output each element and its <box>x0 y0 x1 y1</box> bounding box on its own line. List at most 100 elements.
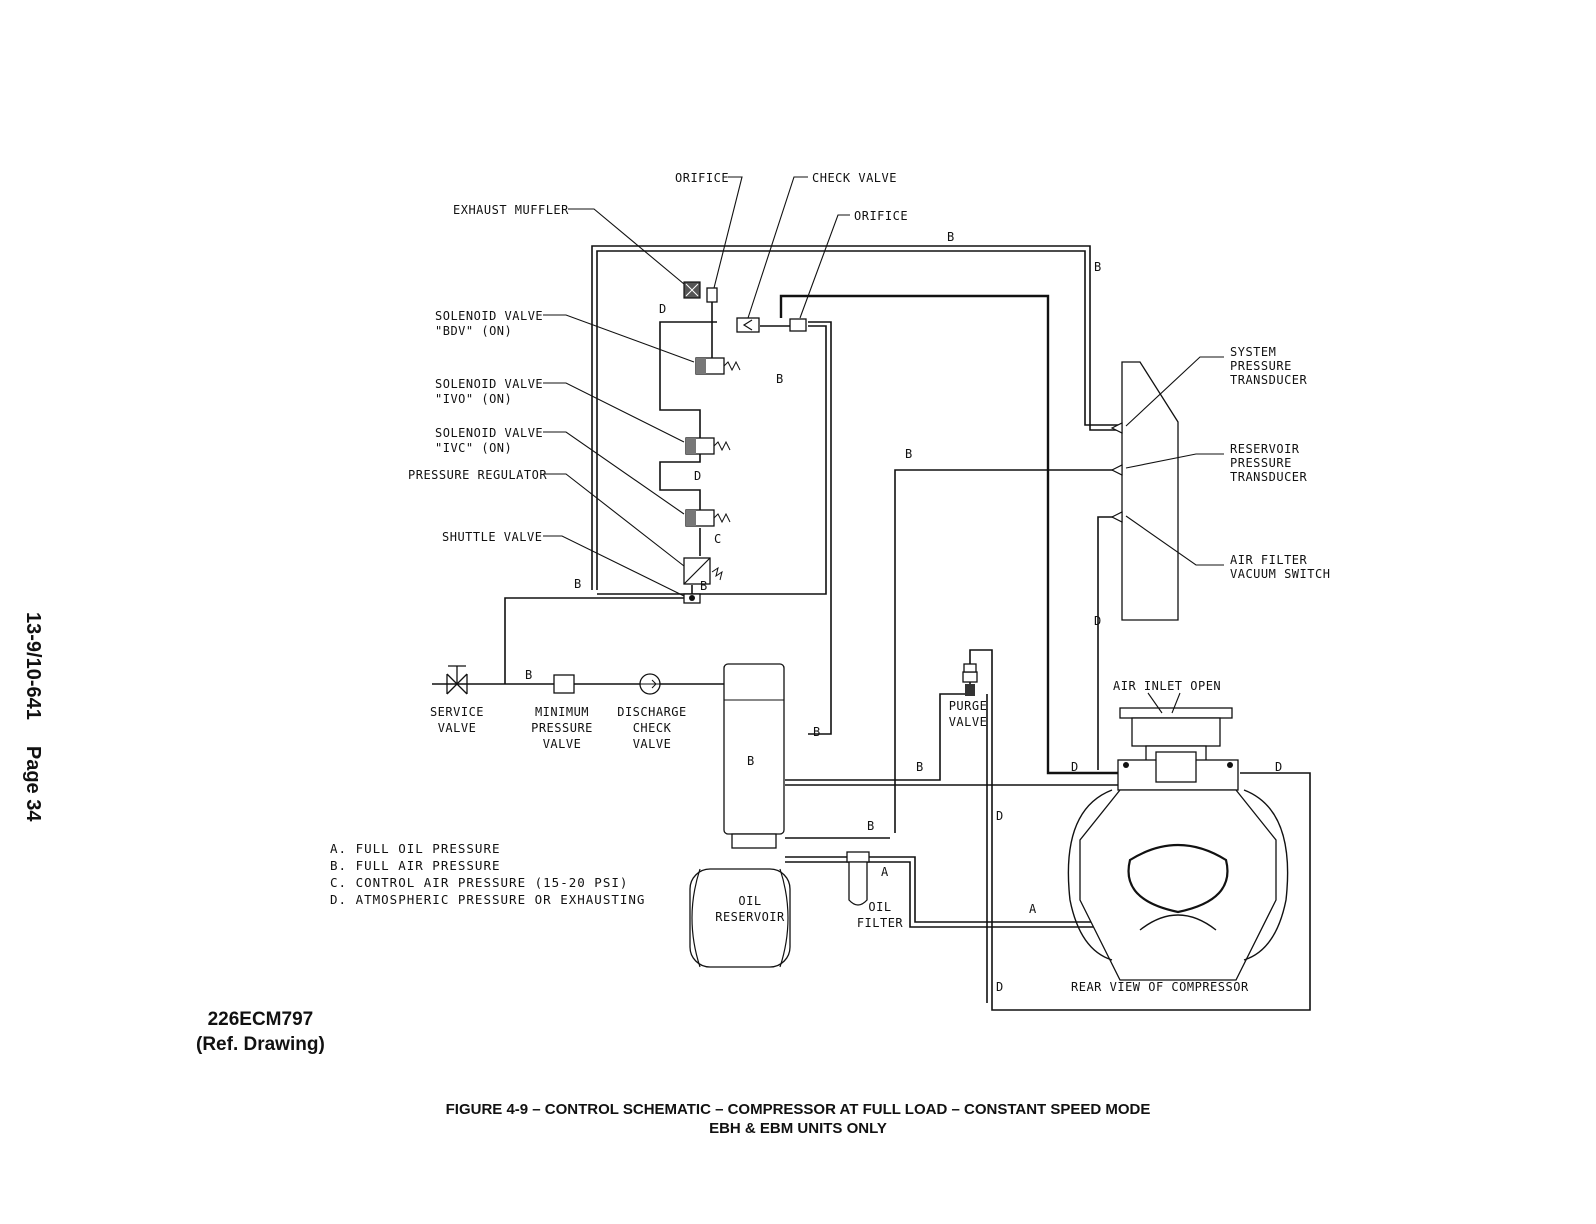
label-service-valve-2: VALVE <box>438 721 477 735</box>
code-b: B <box>813 725 820 739</box>
code-d: D <box>1071 760 1078 774</box>
label-oil-filter-2: FILTER <box>857 916 904 930</box>
transducer-panel <box>1121 361 1179 621</box>
pipe-b-reservoir-transducer <box>894 469 1122 833</box>
leader-shuttle <box>543 535 685 597</box>
label-shuttle-valve: SHUTTLE VALVE <box>442 530 542 544</box>
code-c: C <box>714 532 721 546</box>
leader-regulator <box>543 473 685 567</box>
pipe-d-left <box>659 321 717 370</box>
label-oil-filter-1: OIL <box>868 900 891 914</box>
caption-line-1: FIGURE 4-9 – CONTROL SCHEMATIC – COMPRES… <box>445 1101 1151 1118</box>
pipe-b-shuttle-service <box>504 597 688 684</box>
oil-reservoir <box>689 868 791 968</box>
solenoid-valve-ivo <box>685 437 731 455</box>
orifice-right <box>789 318 807 332</box>
label-exhaust-muffler: EXHAUST MUFFLER <box>453 203 569 217</box>
leader-orifice-top <box>713 176 743 289</box>
label-pressure-regulator: PRESSURE REGULATOR <box>408 468 547 482</box>
pipe-b-to-separator <box>808 321 832 735</box>
label-system-transducer-2: PRESSURE <box>1230 359 1292 373</box>
code-d: D <box>1094 614 1101 628</box>
label-min-pressure-2: PRESSURE <box>531 721 593 735</box>
label-system-transducer-1: SYSTEM <box>1230 345 1276 359</box>
caption-line-2: EBH & EBM UNITS ONLY <box>709 1120 887 1137</box>
leader-air-filter-switch <box>1125 515 1224 566</box>
pipe-b-system-transducer <box>591 245 1122 590</box>
label-oil-reservoir-1: OIL <box>738 894 761 908</box>
system-pressure-transducer <box>1110 422 1123 434</box>
code-d: D <box>659 302 666 316</box>
code-b: B <box>574 577 581 591</box>
legend-item-c: C. CONTROL AIR PRESSURE (15-20 PSI) <box>330 875 629 890</box>
compressor-rear-view <box>1067 707 1289 981</box>
pressure-regulator <box>683 557 723 585</box>
label-service-valve-1: SERVICE <box>430 705 484 719</box>
label-sol-bdv-1: SOLENOID VALVE <box>435 309 543 323</box>
code-d: D <box>996 809 1003 823</box>
leader-check-valve <box>747 176 808 319</box>
label-reservoir-transducer-3: TRANSDUCER <box>1230 470 1308 484</box>
legend-item-b: B. FULL AIR PRESSURE <box>330 858 501 873</box>
leader-lines <box>543 176 1224 714</box>
code-d: D <box>996 980 1003 994</box>
label-check-valve: CHECK VALVE <box>812 171 897 185</box>
pipe-a-oil-2 <box>785 861 1095 928</box>
label-reservoir-transducer-2: PRESSURE <box>1230 456 1292 470</box>
oil-filter <box>846 851 870 906</box>
shuttle-valve <box>683 593 701 604</box>
label-rear-view: REAR VIEW OF COMPRESSOR <box>1071 980 1249 994</box>
legend-item-d: D. ATMOSPHERIC PRESSURE OR EXHAUSTING <box>330 892 646 907</box>
label-discharge-check-1: DISCHARGE <box>617 705 687 719</box>
leader-ivc <box>543 431 685 515</box>
label-oil-reservoir-2: RESERVOIR <box>715 910 785 924</box>
code-a: A <box>1029 902 1037 916</box>
label-sol-bdv-2: "BDV" (ON) <box>435 324 512 338</box>
label-orifice-right: ORIFICE <box>854 209 908 223</box>
exhaust-muffler <box>683 281 701 299</box>
service-valve <box>446 665 468 695</box>
code-b: B <box>947 230 954 244</box>
pipe-b-purge <box>785 693 970 781</box>
check-valve <box>736 317 760 333</box>
pipe-b-right-loop <box>597 325 827 595</box>
code-b: B <box>747 754 754 768</box>
label-system-transducer-3: TRANSDUCER <box>1230 373 1308 387</box>
label-air-filter-switch-2: VACUUM SWITCH <box>1230 567 1330 581</box>
leader-bdv <box>543 314 695 363</box>
orifice-top <box>706 287 718 303</box>
code-a: A <box>881 865 889 879</box>
code-b: B <box>525 668 532 682</box>
code-d: D <box>694 469 701 483</box>
leader-reservoir-transducer <box>1125 453 1224 469</box>
discharge-check-valve <box>639 673 661 695</box>
minimum-pressure-valve <box>553 674 575 694</box>
code-b: B <box>1094 260 1101 274</box>
line-legend: A. FULL OIL PRESSURE B. FULL AIR PRESSUR… <box>330 840 645 908</box>
label-sol-ivo-2: "IVO" (ON) <box>435 392 512 406</box>
label-min-pressure-1: MINIMUM <box>535 705 589 719</box>
drawing-number: 226ECM797 <box>207 1009 314 1030</box>
label-discharge-check-3: VALVE <box>633 737 672 751</box>
separator-tank <box>723 663 785 849</box>
pipe-a-oil <box>785 856 1095 923</box>
code-b: B <box>867 819 874 833</box>
figure-caption: FIGURE 4-9 – CONTROL SCHEMATIC – COMPRES… <box>0 1100 1596 1138</box>
label-purge-valve-2: VALVE <box>949 715 988 729</box>
pipe-d-purge-loop <box>969 649 1311 1011</box>
label-reservoir-transducer-1: RESERVOIR <box>1230 442 1300 456</box>
solenoid-valve-ivc <box>685 509 731 527</box>
pipe-network <box>432 245 1311 1011</box>
code-d: D <box>1275 760 1282 774</box>
component-labels: ORIFICE CHECK VALVE ORIFICE EXHAUST MUFF… <box>408 171 1330 994</box>
leader-orifice-right <box>799 214 850 319</box>
line-code-letters: B B D B B D C B B D B B B B D D D B A A … <box>525 230 1282 994</box>
code-b: B <box>905 447 912 461</box>
leader-system-transducer <box>1125 356 1224 427</box>
purge-valve <box>962 663 978 696</box>
pipe-b-system-inner <box>596 250 1122 590</box>
label-purge-valve-1: PURGE <box>949 699 988 713</box>
reservoir-pressure-transducer <box>1110 464 1123 476</box>
label-air-filter-switch-1: AIR FILTER <box>1230 553 1308 567</box>
